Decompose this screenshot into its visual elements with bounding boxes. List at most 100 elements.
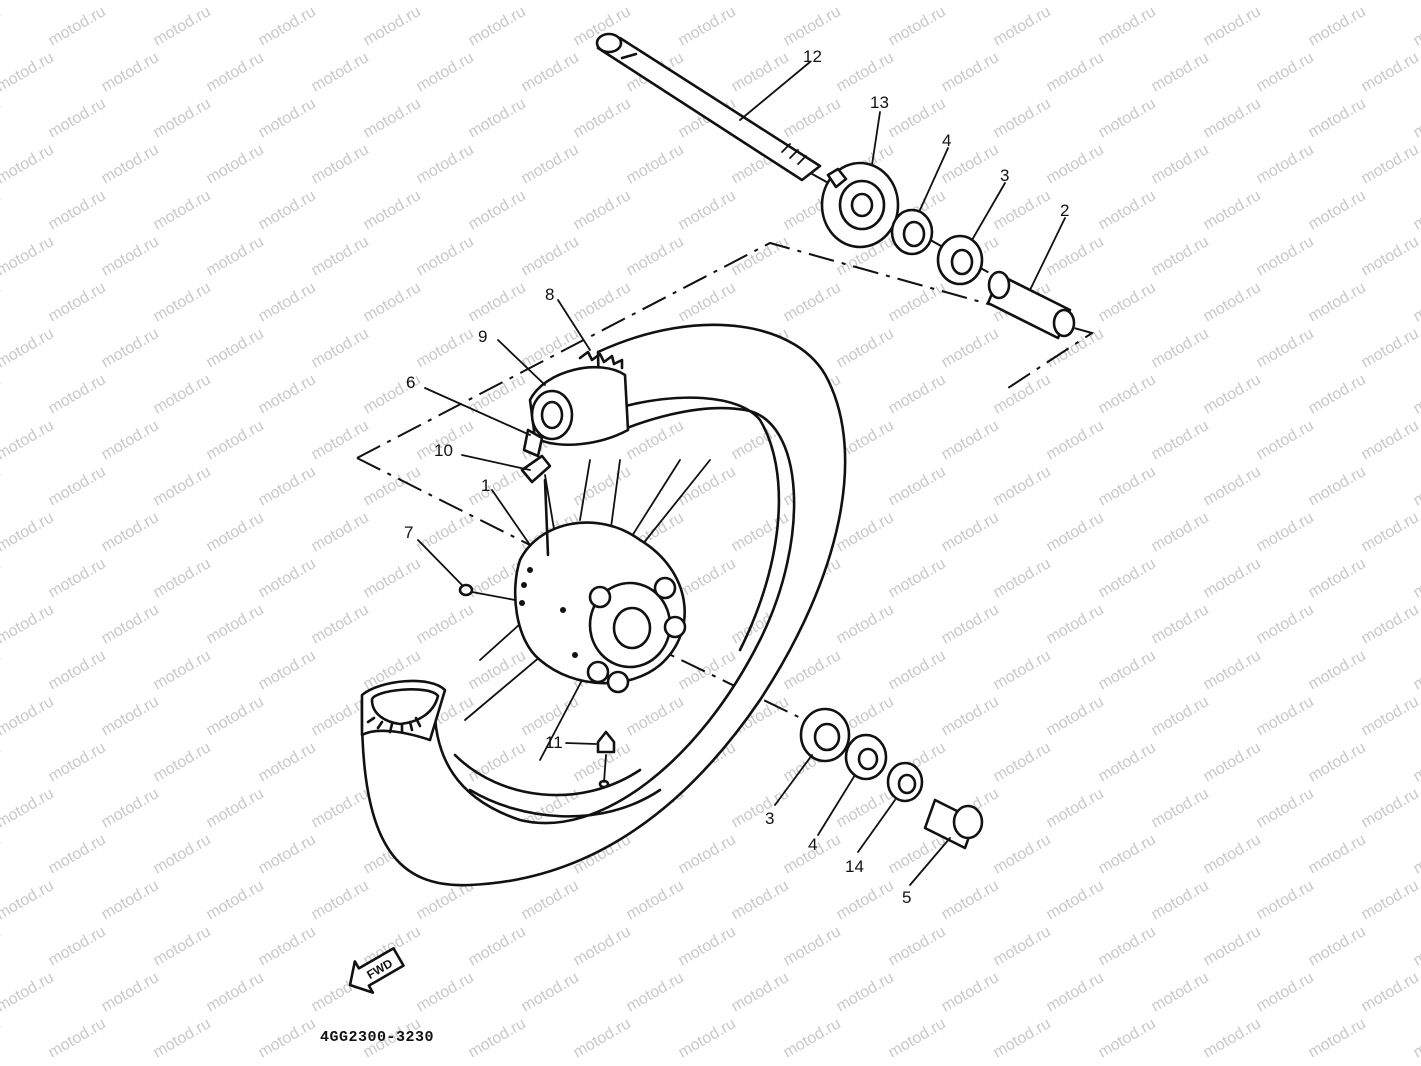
watermark-text: motod.ru bbox=[466, 3, 529, 49]
watermark-text: motod.ru bbox=[1254, 49, 1317, 95]
watermark-text: motod.ru bbox=[834, 601, 897, 647]
watermark-text: motod.ru bbox=[781, 95, 844, 141]
watermark-text: motod.ru bbox=[256, 739, 319, 785]
watermark-text: motod.ru bbox=[1201, 279, 1264, 325]
watermark-text: motod.ru bbox=[991, 923, 1054, 969]
watermark-text: motod.ru bbox=[151, 371, 214, 417]
watermark-text: motod.ru bbox=[0, 831, 4, 877]
watermark-text: motod.ru bbox=[0, 3, 4, 49]
watermark-text: motod.ru bbox=[1201, 739, 1264, 785]
watermark-text: motod.ru bbox=[0, 0, 57, 3]
callout-1: 1 bbox=[481, 476, 490, 495]
watermark-text: motod.ru bbox=[204, 0, 267, 3]
watermark-text: motod.ru bbox=[256, 1015, 319, 1061]
watermark-text: motod.ru bbox=[834, 49, 897, 95]
watermark-text: motod.ru bbox=[1306, 187, 1369, 233]
watermark-text: motod.ru bbox=[886, 371, 949, 417]
collar-bottom bbox=[844, 733, 888, 781]
watermark-text: motod.ru bbox=[1411, 371, 1421, 417]
watermark-text: motod.ru bbox=[1096, 463, 1159, 509]
watermark-text: motod.ru bbox=[1411, 1015, 1421, 1061]
watermark-text: motod.ru bbox=[886, 647, 949, 693]
watermark-text: motod.ru bbox=[204, 785, 267, 831]
watermark-text: motod.ru bbox=[361, 95, 424, 141]
watermark-text: motod.ru bbox=[46, 555, 109, 601]
watermark-text: motod.ru bbox=[1306, 555, 1369, 601]
watermark-text: motod.ru bbox=[1044, 877, 1107, 923]
watermark-text: motod.ru bbox=[1359, 601, 1421, 647]
watermark-text: motod.ru bbox=[886, 555, 949, 601]
watermark-text: motod.ru bbox=[886, 923, 949, 969]
watermark-text: motod.ru bbox=[204, 417, 267, 463]
watermark-text: motod.ru bbox=[1201, 187, 1264, 233]
watermark-text: motod.ru bbox=[1411, 463, 1421, 509]
watermark-text: motod.ru bbox=[1201, 923, 1264, 969]
watermark-text: motod.ru bbox=[99, 0, 162, 3]
watermark-text: motod.ru bbox=[309, 785, 372, 831]
watermark-text: motod.ru bbox=[0, 233, 57, 279]
watermark-text: motod.ru bbox=[1201, 555, 1264, 601]
watermark-text: motod.ru bbox=[0, 417, 57, 463]
watermark-text: motod.ru bbox=[729, 233, 792, 279]
watermark-text: motod.ru bbox=[0, 463, 4, 509]
watermark-text: motod.ru bbox=[204, 325, 267, 371]
tire-cutaway bbox=[360, 679, 447, 742]
watermark-text: motod.ru bbox=[1096, 1015, 1159, 1061]
watermark-text: motod.ru bbox=[1149, 601, 1212, 647]
watermark-text: motod.ru bbox=[46, 371, 109, 417]
watermark-text: motod.ru bbox=[1359, 417, 1421, 463]
watermark-text: motod.ru bbox=[0, 647, 4, 693]
watermark-text: motod.ru bbox=[466, 647, 529, 693]
watermark-text: motod.ru bbox=[939, 0, 1002, 3]
watermark-text: motod.ru bbox=[1201, 3, 1264, 49]
watermark-text: motod.ru bbox=[309, 509, 372, 555]
watermark-text: motod.ru bbox=[466, 1015, 529, 1061]
watermark-text: motod.ru bbox=[1306, 739, 1369, 785]
watermark-text: motod.ru bbox=[1254, 141, 1317, 187]
watermark-text: motod.ru bbox=[676, 555, 739, 601]
watermark-text: motod.ru bbox=[466, 463, 529, 509]
callouts: 12 13 4 3 2 8 9 6 10 1 7 11 3 4 14 5 bbox=[404, 47, 1069, 907]
watermark-text: motod.ru bbox=[466, 923, 529, 969]
watermark-text: motod.ru bbox=[939, 693, 1002, 739]
watermark-text: motod.ru bbox=[309, 233, 372, 279]
watermark-text: motod.ru bbox=[0, 187, 4, 233]
watermark-text: motod.ru bbox=[46, 95, 109, 141]
watermark-text: motod.ru bbox=[781, 3, 844, 49]
watermark-text: motod.ru bbox=[0, 509, 57, 555]
watermark-text: motod.ru bbox=[46, 923, 109, 969]
watermark-text: motod.ru bbox=[939, 509, 1002, 555]
watermark-text: motod.ru bbox=[256, 463, 319, 509]
watermark-text: motod.ru bbox=[519, 969, 582, 1015]
watermark-text: motod.ru bbox=[1149, 509, 1212, 555]
watermark-text: motod.ru bbox=[991, 1015, 1054, 1061]
watermark-text: motod.ru bbox=[1149, 325, 1212, 371]
watermark-text: motod.ru bbox=[519, 141, 582, 187]
watermark-text: motod.ru bbox=[624, 693, 687, 739]
watermark-text: motod.ru bbox=[939, 49, 1002, 95]
watermark-text: motod.ru bbox=[151, 1015, 214, 1061]
watermark-text: motod.ru bbox=[99, 325, 162, 371]
watermark-text: motod.ru bbox=[1254, 785, 1317, 831]
watermark-text: motod.ru bbox=[151, 923, 214, 969]
watermark-text: motod.ru bbox=[991, 647, 1054, 693]
callout-10: 10 bbox=[434, 441, 453, 460]
watermark-text: motod.ru bbox=[886, 1015, 949, 1061]
watermark-text: motod.ru bbox=[1254, 601, 1317, 647]
watermark-text: motod.ru bbox=[1411, 3, 1421, 49]
watermark-text: motod.ru bbox=[1411, 739, 1421, 785]
watermark-text: motod.ru bbox=[624, 969, 687, 1015]
watermark-text: motod.ru bbox=[309, 49, 372, 95]
bushing bbox=[923, 798, 984, 850]
watermark-text: motod.ru bbox=[99, 877, 162, 923]
watermark-text: motod.ru bbox=[1096, 739, 1159, 785]
watermark-text: motod.ru bbox=[0, 601, 57, 647]
watermark-text: motod.ru bbox=[414, 325, 477, 371]
watermark-text: motod.ru bbox=[571, 187, 634, 233]
watermark-text: motod.ru bbox=[256, 95, 319, 141]
watermark-text: motod.ru bbox=[676, 647, 739, 693]
watermark-text: motod.ru bbox=[519, 233, 582, 279]
watermark-text: motod.ru bbox=[256, 831, 319, 877]
watermark-text: motod.ru bbox=[1044, 417, 1107, 463]
